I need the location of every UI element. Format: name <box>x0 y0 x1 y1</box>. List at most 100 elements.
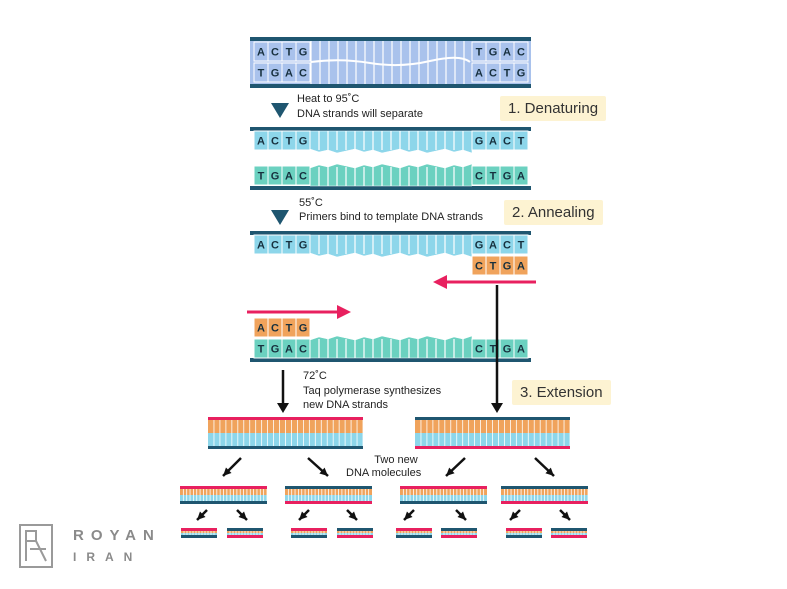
strand-backbone <box>250 84 531 88</box>
base-letter: G <box>503 344 512 356</box>
base-letter: C <box>475 261 483 273</box>
base-cell <box>513 234 529 255</box>
step-annealing: 2. Annealing <box>504 200 603 225</box>
gen3-molecule-5 <box>396 528 432 538</box>
royan-logo: ROYAN IRAN <box>18 521 154 571</box>
base-cell <box>513 165 529 186</box>
gen2-molecule-2 <box>285 486 372 504</box>
base-letter: T <box>490 171 497 183</box>
base-letter: C <box>271 47 279 59</box>
strand-backbone <box>441 535 477 538</box>
new-molecule-2 <box>415 417 571 449</box>
base-letter: C <box>271 136 279 148</box>
heat-arrow-icon <box>271 103 289 118</box>
strand-backbone <box>250 37 531 41</box>
royan-logo-icon <box>19 524 53 568</box>
gen2-molecule-3 <box>400 486 487 504</box>
strand-backbone <box>181 535 217 538</box>
strand-backbone <box>337 535 373 538</box>
base-letter: G <box>517 68 526 80</box>
strand-backbone <box>180 486 267 489</box>
base-letter: G <box>271 171 280 183</box>
base-letter: A <box>517 344 525 356</box>
strand-backbone <box>506 535 542 538</box>
base-letter: T <box>476 47 483 59</box>
base-letter: T <box>286 323 293 335</box>
base-letter: T <box>286 240 293 252</box>
strand-backbone <box>337 528 373 531</box>
base-cell <box>295 317 311 338</box>
strand-backbone <box>250 127 531 131</box>
base-cell <box>295 130 311 151</box>
base-letter: A <box>517 171 525 183</box>
base-letter: T <box>518 240 525 252</box>
base-cell <box>513 255 529 276</box>
step-extension: 3. Extension <box>512 380 611 405</box>
gen3-molecule-6 <box>441 528 477 538</box>
base-letter: A <box>285 171 293 183</box>
strand-backbone <box>441 528 477 531</box>
extension-arrow-left-head <box>277 403 289 413</box>
strand-backbone <box>396 528 432 531</box>
base-letter: A <box>285 344 293 356</box>
base-cell <box>513 62 529 83</box>
strand-backbone <box>501 486 588 489</box>
strand-backbone <box>400 501 487 504</box>
split-arrow-3-head <box>446 467 455 476</box>
base-letter: A <box>257 136 265 148</box>
base-cell <box>295 338 311 359</box>
split-arrow-4-head <box>545 467 554 476</box>
base-cell <box>295 165 311 186</box>
base-letter: G <box>299 240 308 252</box>
base-letter: C <box>489 68 497 80</box>
base-letter: C <box>271 323 279 335</box>
base-letter: T <box>518 136 525 148</box>
base-letter: C <box>271 240 279 252</box>
strand-backbone <box>181 528 217 531</box>
base-letter: G <box>299 136 308 148</box>
strand-backbone <box>551 528 587 531</box>
base-letter: G <box>503 171 512 183</box>
logo-line2: IRAN <box>73 550 143 564</box>
split-arrow-2-head <box>319 467 328 476</box>
base-letter: G <box>475 136 484 148</box>
duplex-split-line <box>310 56 471 67</box>
base-cell <box>295 234 311 255</box>
base-letter: A <box>489 136 497 148</box>
base-letter: T <box>286 136 293 148</box>
two-new-label-line2: DNA molecules <box>346 467 422 479</box>
ext-label-line1: 72˚C <box>303 370 327 382</box>
ext-label-line2: Taq polymerase synthesizes <box>303 385 442 397</box>
base-letter: G <box>489 47 498 59</box>
extension-arrow-right-head <box>491 403 503 413</box>
base-cell <box>513 41 529 62</box>
new-dna-molecules <box>180 417 589 538</box>
base-letter: G <box>299 323 308 335</box>
base-letter: A <box>257 47 265 59</box>
strand-backbone <box>208 446 363 449</box>
base-letter: G <box>503 261 512 273</box>
strand-backbone <box>415 417 570 420</box>
primer-direction-arrow-head <box>337 305 351 319</box>
base-letter: C <box>503 240 511 252</box>
base-letter: T <box>490 344 497 356</box>
base-cell <box>513 130 529 151</box>
base-letter: T <box>258 68 265 80</box>
strand-backbone <box>506 528 542 531</box>
base-letter: T <box>490 261 497 273</box>
split-arrow-small-2-head <box>238 511 247 520</box>
gen3-molecule-3 <box>291 528 327 538</box>
base-letter: A <box>285 68 293 80</box>
base-letter: C <box>299 344 307 356</box>
gen3-molecule-2 <box>227 528 263 538</box>
strand-backbone <box>291 535 327 538</box>
gen2-molecule-4 <box>501 486 589 504</box>
base-letter: A <box>517 261 525 273</box>
process-arrows <box>196 285 571 521</box>
base-letter: A <box>257 240 265 252</box>
strand-backbone <box>250 186 531 190</box>
base-letter: A <box>503 47 511 59</box>
